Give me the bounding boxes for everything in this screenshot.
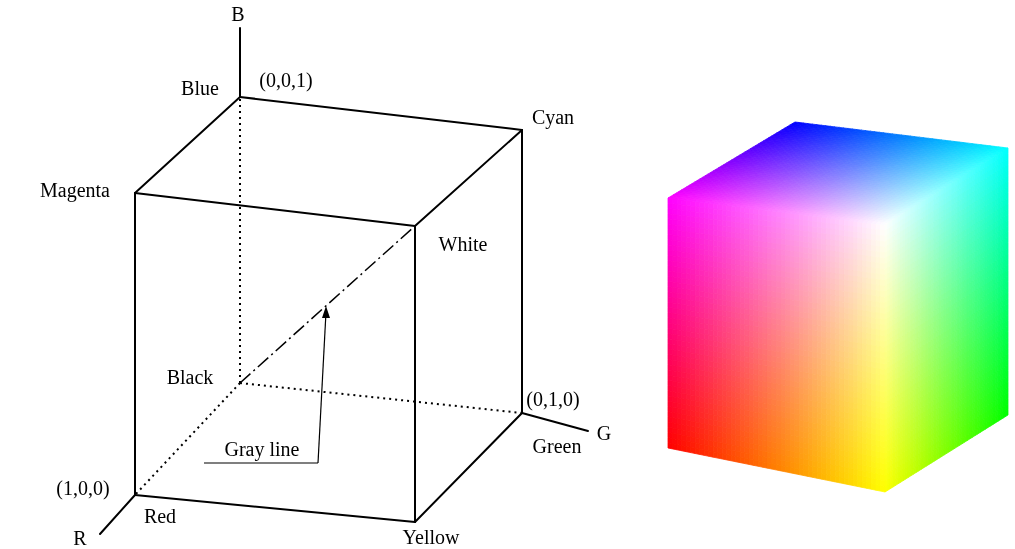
vertex-label: Cyan xyxy=(532,107,574,127)
vertex-label: Magenta xyxy=(40,180,110,200)
coordinate-label: (0,1,0) xyxy=(526,389,579,409)
callout-label: Gray line xyxy=(225,439,300,459)
vertex-label: White xyxy=(439,234,488,254)
vertex-label: Black xyxy=(167,367,214,387)
coordinate-label: (1,0,0) xyxy=(56,478,109,498)
coordinate-label: (0,0,1) xyxy=(259,70,312,90)
vertex-label: Yellow xyxy=(403,527,460,547)
vertex-label: Red xyxy=(144,506,176,526)
axis-label: G xyxy=(597,423,611,443)
axis-label: R xyxy=(73,528,86,548)
vertex-label: Blue xyxy=(181,78,219,98)
axis-label: B xyxy=(231,4,244,24)
vertex-label: Green xyxy=(533,436,582,456)
